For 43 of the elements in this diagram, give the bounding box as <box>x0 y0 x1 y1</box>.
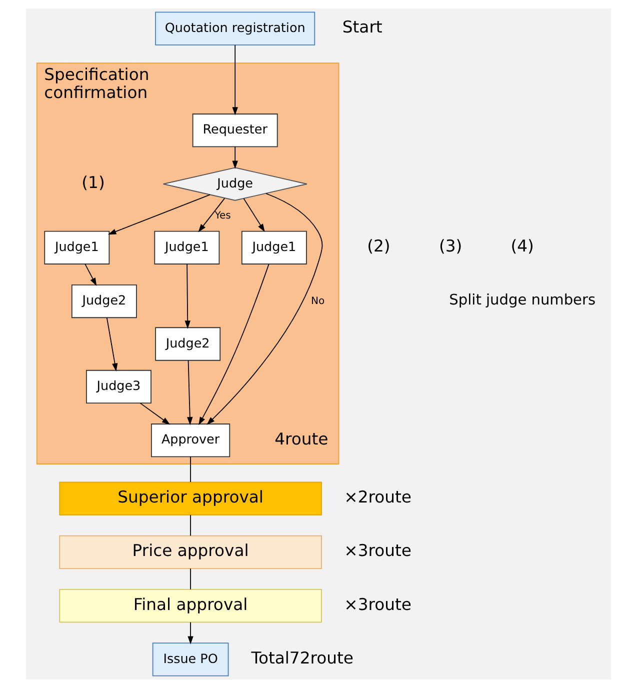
node-box: Judge1 <box>241 230 307 264</box>
node-box: Approver <box>151 424 230 458</box>
label: (4) <box>510 236 534 256</box>
label: (2) <box>367 236 390 256</box>
node-label: 4route <box>274 429 328 448</box>
node-box: Judge2 <box>71 284 137 318</box>
label: Split judge numbers <box>449 292 596 309</box>
node-label: ×2route <box>344 488 412 507</box>
arrow <box>84 264 97 286</box>
arrow <box>232 44 238 116</box>
connector <box>190 514 191 536</box>
node-box: Price approval <box>59 535 322 569</box>
connector <box>190 568 191 590</box>
node-box: Quotation registration <box>155 12 316 46</box>
node-label: ×3route <box>344 594 412 614</box>
node-box: Judge1 <box>44 230 110 264</box>
label: (1) <box>82 173 105 192</box>
arrow <box>198 198 226 232</box>
connector <box>190 456 191 482</box>
arrow <box>108 194 210 235</box>
node-diamond: Judge <box>162 167 308 201</box>
node-box: Judge2 <box>155 327 221 361</box>
node-box: Final approval <box>59 589 322 623</box>
arrow <box>106 317 118 372</box>
edge-label: No <box>311 296 325 307</box>
node-box: Judge1 <box>154 230 220 264</box>
arrow <box>184 264 190 329</box>
arrow <box>140 402 170 425</box>
node-box: Judge3 <box>86 370 152 404</box>
node-label: ×3route <box>344 541 412 560</box>
node-label: Start <box>342 18 382 37</box>
node-box: Superior approval <box>59 482 322 516</box>
edge-label: Yes <box>214 210 231 222</box>
arrow <box>206 193 323 425</box>
node-box: Issue PO <box>152 642 229 676</box>
arrow <box>198 264 270 426</box>
node-box: Requester <box>192 114 278 148</box>
arrow <box>232 146 238 169</box>
node-label: Total72route <box>251 648 354 668</box>
arrow <box>188 622 194 644</box>
label: (3) <box>438 236 462 256</box>
arrow <box>243 198 265 232</box>
arrow <box>187 360 193 426</box>
